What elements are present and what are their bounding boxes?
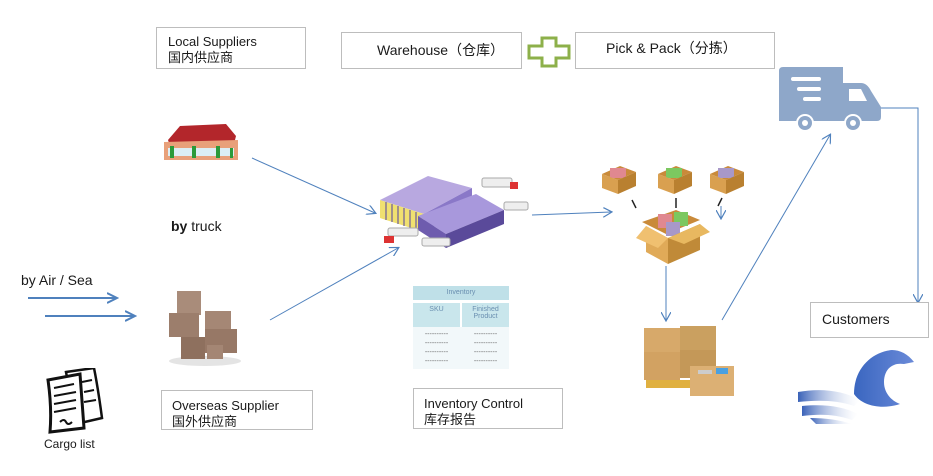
inventory-cell: ---------- (424, 358, 449, 365)
plus-icon (527, 36, 571, 68)
inventory-cell: ---------- (473, 349, 498, 356)
local-suppliers-label: Local Suppliers (168, 34, 257, 49)
delivery-truck-icon (779, 67, 881, 132)
warehouse-label: Warehouse（仓库） (377, 42, 505, 58)
inventory-col-sku: SKU (413, 303, 460, 327)
inventory-cell: ---------- (473, 331, 498, 338)
store-icon (164, 124, 238, 160)
customers-box: Customers (810, 302, 929, 338)
overseas-supplier-label: Overseas Supplier (172, 398, 279, 413)
local-suppliers-box: Local Suppliers 国内供应商 (156, 27, 306, 69)
customers-label: Customers (822, 311, 890, 327)
small-box-pink (602, 166, 636, 194)
by-truck-label: by truck (171, 218, 222, 234)
inventory-cell: ---------- (473, 358, 498, 365)
arrow-pallet-to-truck (721, 135, 830, 321)
inventory-control-box: Inventory Control 库存报告 (413, 388, 563, 429)
overseas-supplier-box: Overseas Supplier 国外供应商 (161, 390, 313, 430)
cargo-list-icon (46, 368, 104, 434)
arrow-truck-to-customers (880, 107, 918, 302)
warehouse-icon (380, 176, 529, 248)
pallet-icon (644, 326, 734, 396)
inventory-cell: ---------- (424, 349, 449, 356)
sorting-boxes-icon (602, 166, 744, 264)
overseas-supplier-label-cn: 国外供应商 (172, 414, 238, 429)
inventory-table-icon: Inventory SKU Finished Product ---------… (413, 286, 509, 369)
inventory-cell: ---------- (473, 340, 498, 347)
small-box-green (658, 166, 692, 194)
inventory-control-label-cn: 库存报告 (424, 412, 477, 427)
local-suppliers-label-cn: 国内供应商 (168, 50, 234, 65)
arrow-overseas-to-warehouse (269, 248, 398, 321)
inventory-cell: ---------- (424, 340, 449, 347)
by-truck-bold: by (171, 218, 188, 234)
by-truck-rest: truck (187, 218, 222, 234)
small-box-purple (710, 166, 744, 194)
inventory-cell: ---------- (424, 331, 449, 338)
cargo-list-label: Cargo list (44, 437, 95, 451)
by-air-sea-label: by Air / Sea (21, 272, 93, 288)
inventory-table-title: Inventory (413, 286, 509, 300)
warehouse-box: Warehouse（仓库） (341, 32, 522, 69)
arrow-store-to-warehouse (251, 157, 375, 213)
boxes-icon (169, 291, 241, 366)
eagle-logo-icon (798, 350, 914, 424)
inventory-control-label: Inventory Control (424, 396, 523, 411)
inventory-col-finished: Finished Product (462, 303, 509, 327)
pick-pack-label: Pick & Pack（分拣） (606, 40, 737, 56)
pick-pack-box: Pick & Pack（分拣） (575, 32, 775, 69)
arrow-warehouse-to-pick (531, 212, 611, 215)
